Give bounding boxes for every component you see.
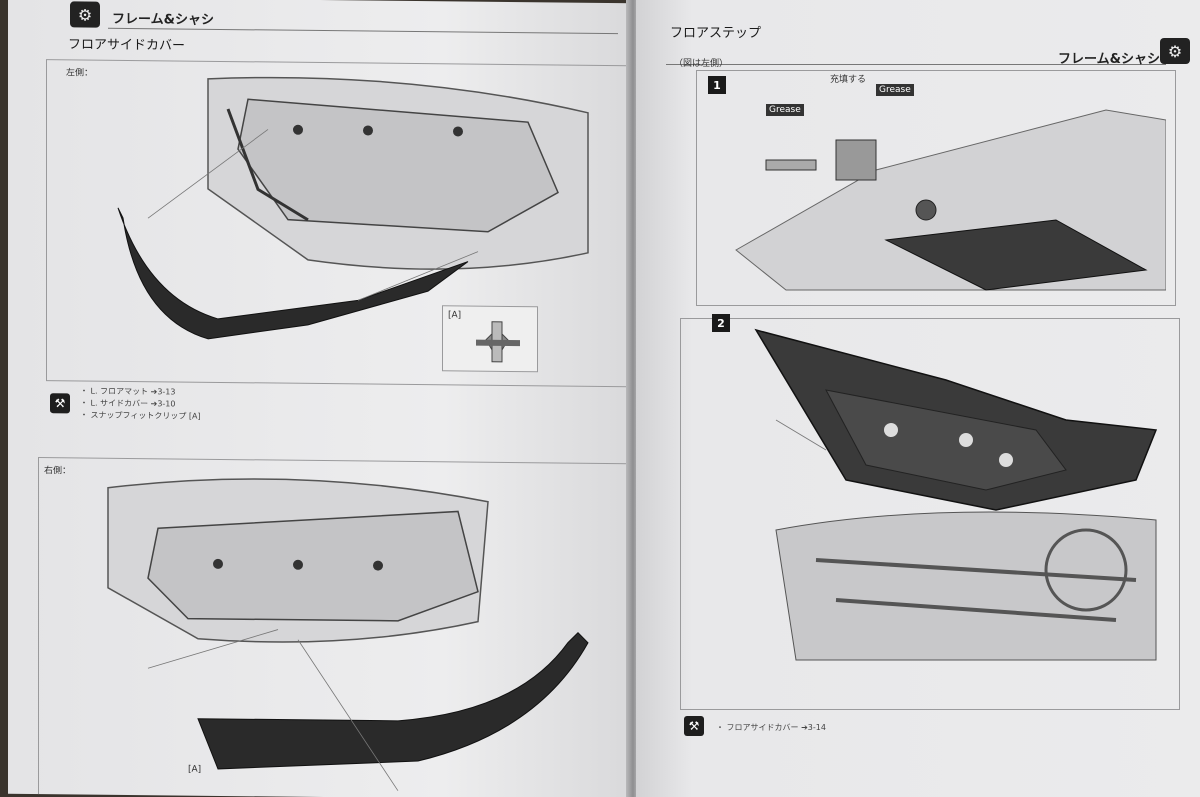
- right-side-cover-illustration: [107, 478, 589, 792]
- grease-label-1: Grease: [766, 104, 804, 116]
- top-view-label: 左側：: [66, 68, 94, 79]
- step-1-badge: 1: [708, 76, 726, 94]
- right-page: フロアステップ フレーム&シャシ ⚙ （図は左側） 1 充填する Grease …: [636, 0, 1200, 797]
- fill-label: 充填する: [830, 75, 867, 85]
- step1-frame: [696, 70, 1176, 306]
- top-callout-label: [A]: [448, 310, 462, 321]
- left-side-cover-illustration: [117, 76, 589, 340]
- grease-label-2: Grease: [876, 84, 914, 96]
- right-chapter-title: フレーム&シャシ: [1058, 52, 1160, 67]
- motorcycle-icon: ⚙: [1160, 38, 1190, 64]
- right-header-rule: [666, 64, 1166, 65]
- step2-frame: [680, 318, 1180, 710]
- disassembly-icon: ⚒: [684, 716, 704, 736]
- left-note-2: ・ L. サイドカバー ➔3-10: [80, 398, 176, 409]
- left-note-1: ・ L. フロアマット ➔3-13: [80, 386, 176, 397]
- step-2-badge: 2: [712, 314, 730, 332]
- floor-step-illustration: [754, 328, 1158, 661]
- bottom-view-label: 右側：: [44, 466, 72, 477]
- right-note-1: ・ フロアサイドカバー ➔3-14: [716, 723, 826, 732]
- disassembly-icon: ⚒: [50, 393, 70, 414]
- left-chapter-title: フレーム&シャシ: [112, 11, 214, 28]
- left-page: ⚙ フレーム&シャシ フロアサイドカバー 左側： [A] ⚒ ・ L. フロアマ…: [8, 0, 632, 797]
- right-section-title: フロアステップ: [670, 26, 762, 41]
- left-note-3: ・ スナップフィットクリップ [A]: [80, 410, 201, 421]
- footpeg-illustration: [735, 109, 1166, 291]
- bottom-callout-label: [A]: [188, 764, 202, 775]
- left-section-title: フロアサイドカバー: [68, 37, 186, 54]
- left-header-rule: [108, 27, 618, 35]
- snap-clip-icon: [476, 321, 520, 363]
- view-note: （図は左側）: [674, 59, 729, 69]
- motorcycle-icon: ⚙: [70, 1, 100, 28]
